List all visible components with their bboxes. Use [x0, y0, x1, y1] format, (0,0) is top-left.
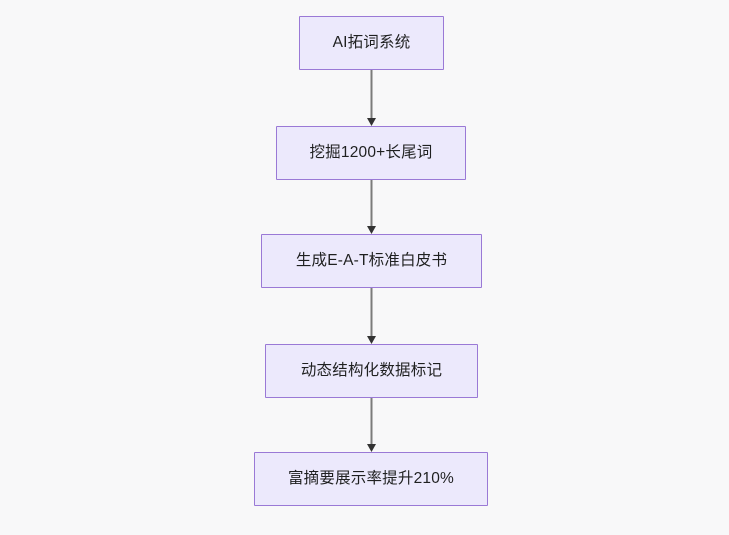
flowchart-node-n1[interactable]: AI拓词系统 [299, 16, 444, 70]
edge-n2-to-n3 [366, 180, 376, 234]
flowchart-node-n3[interactable]: 生成E-A-T标准白皮书 [261, 234, 482, 288]
arrowhead-icon [366, 118, 376, 126]
arrowhead-icon [366, 226, 376, 234]
flowchart-node-label: 动态结构化数据标记 [300, 362, 443, 380]
edge-n4-to-n5 [366, 398, 376, 452]
arrowhead-icon [366, 444, 376, 452]
flowchart-node-label: 富摘要展示率提升210% [287, 470, 455, 488]
flowchart-node-n2[interactable]: 挖掘1200+长尾词 [276, 126, 466, 180]
flowchart-node-label: AI拓词系统 [332, 34, 411, 52]
arrowhead-icon [366, 336, 376, 344]
flowchart-node-label: 挖掘1200+长尾词 [309, 144, 433, 162]
edge-n3-to-n4 [366, 288, 376, 344]
edge-n1-to-n2 [366, 70, 376, 126]
flowchart-node-n4[interactable]: 动态结构化数据标记 [265, 344, 478, 398]
flowchart-node-label: 生成E-A-T标准白皮书 [295, 252, 448, 270]
flowchart-node-n5[interactable]: 富摘要展示率提升210% [254, 452, 488, 506]
